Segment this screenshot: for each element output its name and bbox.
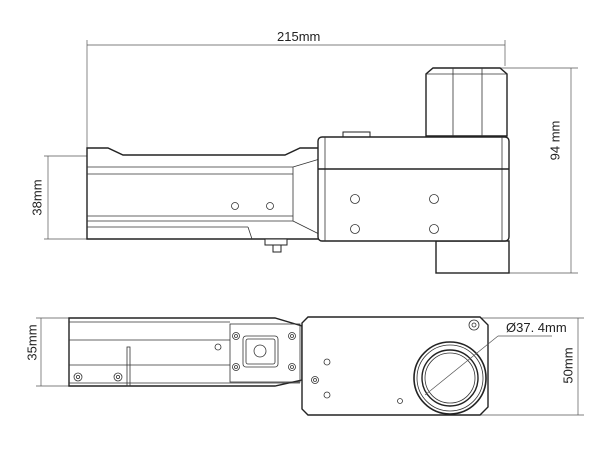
mounting-plate (301, 316, 552, 416)
bore-diameter-label: Ø37. 4mm (506, 320, 567, 335)
bottom-view (36, 316, 584, 416)
top-view (44, 40, 578, 274)
motor-base (435, 240, 510, 274)
height-dimension-label: 94 mm (547, 120, 563, 161)
bottom-rail-height-label: 35mm (24, 324, 40, 361)
motor (425, 67, 508, 137)
bore-leader-line (424, 335, 499, 396)
rail (86, 147, 324, 253)
rail-height-dimension-label: 38mm (29, 179, 45, 216)
gear-housing (317, 131, 510, 242)
rail-bottom (68, 317, 303, 387)
plate-height-label: 50mm (560, 347, 576, 384)
width-dimension-label: 215mm (277, 29, 321, 44)
